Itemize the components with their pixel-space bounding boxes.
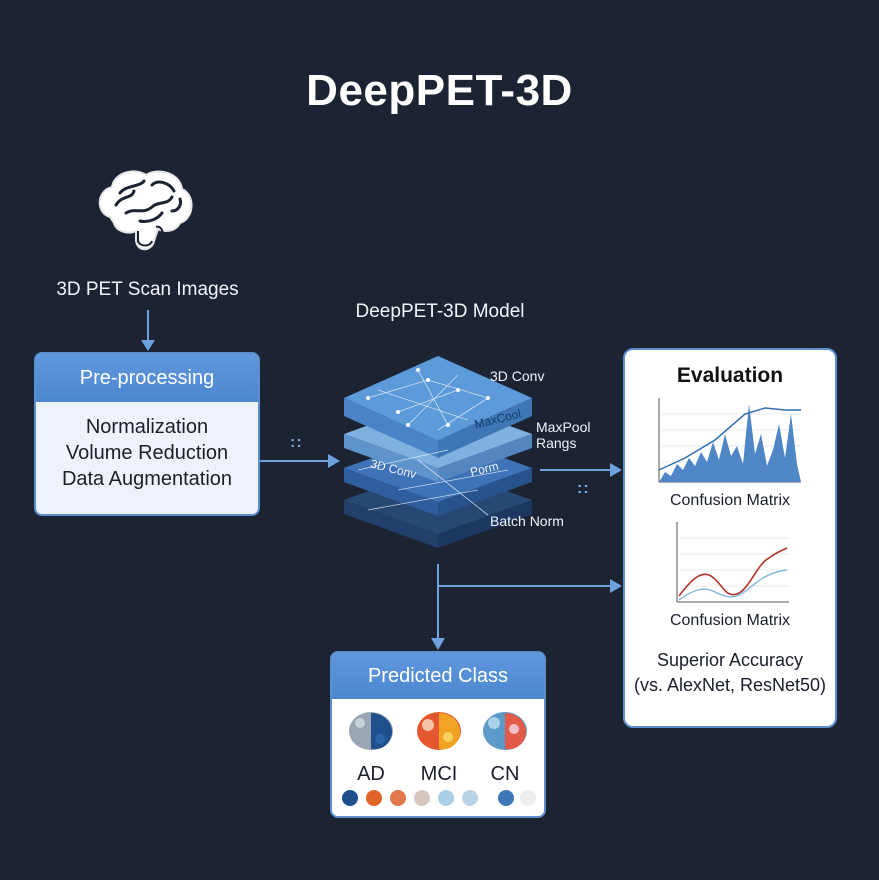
- chart-caption: Confusion Matrix: [669, 492, 791, 509]
- preprocessing-item: Normalization: [85, 416, 209, 438]
- dots-separator: ::: [577, 480, 590, 497]
- evaluation-line-chart: [676, 522, 789, 603]
- layer-label-maxpool: MaxPool Rangs: [536, 419, 591, 451]
- summary-line: Superior Accuracy: [656, 650, 804, 670]
- legend-dot: [366, 790, 382, 806]
- class-label-mci: MCI: [420, 763, 458, 785]
- legend-dot: [390, 790, 406, 806]
- predicted-class-box: Predicted Class AD MCI CN: [330, 651, 546, 818]
- legend-dot: [438, 790, 454, 806]
- layer-label-conv: 3D Conv: [490, 368, 545, 384]
- summary-line: (vs. AlexNet, ResNet50): [633, 675, 827, 695]
- dots-separator: ::: [290, 434, 303, 451]
- predicted-class-header: Predicted Class: [332, 653, 544, 699]
- legend-dot: [520, 790, 536, 806]
- arrow-right: [540, 463, 622, 477]
- evaluation-header: Evaluation: [676, 364, 784, 387]
- legend-dot: [498, 790, 514, 806]
- arrow-right: [260, 454, 340, 468]
- brain-icon: [98, 170, 193, 251]
- model-title: DeepPET-3D Model: [355, 301, 525, 322]
- brain-scan-ad-icon: [349, 712, 393, 750]
- class-label-cn: CN: [490, 763, 520, 785]
- layer-label-batchnorm: Batch Norm: [490, 513, 564, 529]
- legend-dot: [342, 790, 358, 806]
- brain-scan-cn-icon: [483, 712, 527, 750]
- evaluation-area-chart: [658, 398, 801, 483]
- class-label-ad: AD: [357, 763, 385, 785]
- input-label: 3D PET Scan Images: [56, 279, 239, 300]
- evaluation-box: Evaluation Confusion Matrix Confusion Ma…: [623, 348, 837, 728]
- preprocessing-item: Volume Reduction: [65, 442, 229, 464]
- page-title: DeepPET-3D: [306, 66, 573, 115]
- legend-dot: [414, 790, 430, 806]
- legend-dot: [462, 790, 478, 806]
- preprocessing-list: Normalization Volume Reduction Data Augm…: [36, 402, 258, 492]
- preprocessing-header: Pre-processing: [36, 354, 258, 402]
- preprocessing-item: Data Augmentation: [61, 468, 233, 490]
- chart-caption: Confusion Matrix: [669, 612, 791, 629]
- arrow-branch: [431, 564, 622, 650]
- preprocessing-box: Pre-processing Normalization Volume Redu…: [34, 352, 260, 516]
- model-layers-diagram: [344, 356, 532, 548]
- arrow-down: [141, 310, 155, 351]
- brain-scan-mci-icon: [417, 712, 461, 750]
